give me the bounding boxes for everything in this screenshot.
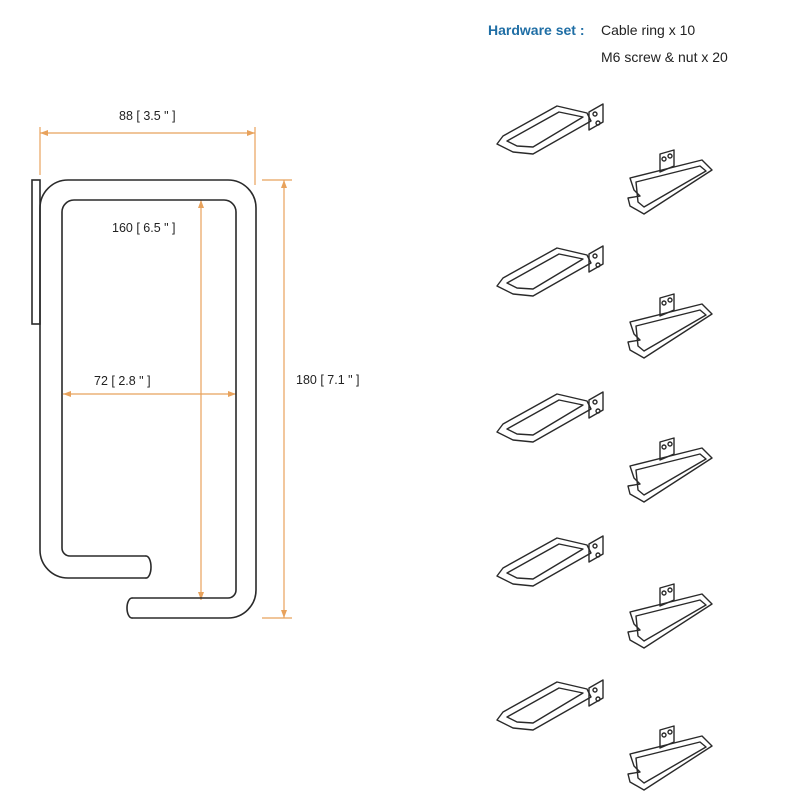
cable-ring-1 [496, 103, 604, 155]
label-width: 88 [ 3.5 " ] [119, 109, 176, 123]
cable-ring-3 [496, 245, 604, 297]
cable-ring-10 [627, 725, 713, 791]
cable-ring-8 [627, 583, 713, 649]
cable-ring-front-view [31, 179, 257, 619]
dimension-lines [39, 127, 292, 619]
cable-ring-9 [496, 679, 604, 731]
label-inner-height: 160 [ 6.5 " ] [112, 221, 176, 235]
hardware-item-cable-ring: Cable ring x 10 [601, 22, 696, 38]
hardware-set-title: Hardware set : [488, 22, 585, 38]
cable-ring-2 [627, 149, 713, 215]
hardware-rings [496, 103, 713, 791]
label-inner-width: 72 [ 2.8 " ] [94, 374, 151, 388]
cable-ring-4 [627, 293, 713, 359]
cable-ring-7 [496, 535, 604, 587]
cable-ring-5 [496, 391, 604, 443]
mounting-plate [31, 179, 41, 325]
cable-ring-6 [627, 437, 713, 503]
label-overall-height: 180 [ 7.1 " ] [296, 373, 360, 387]
dimension-arrowheads [40, 130, 287, 618]
hardware-item-screw-nut: M6 screw & nut x 20 [601, 49, 728, 65]
